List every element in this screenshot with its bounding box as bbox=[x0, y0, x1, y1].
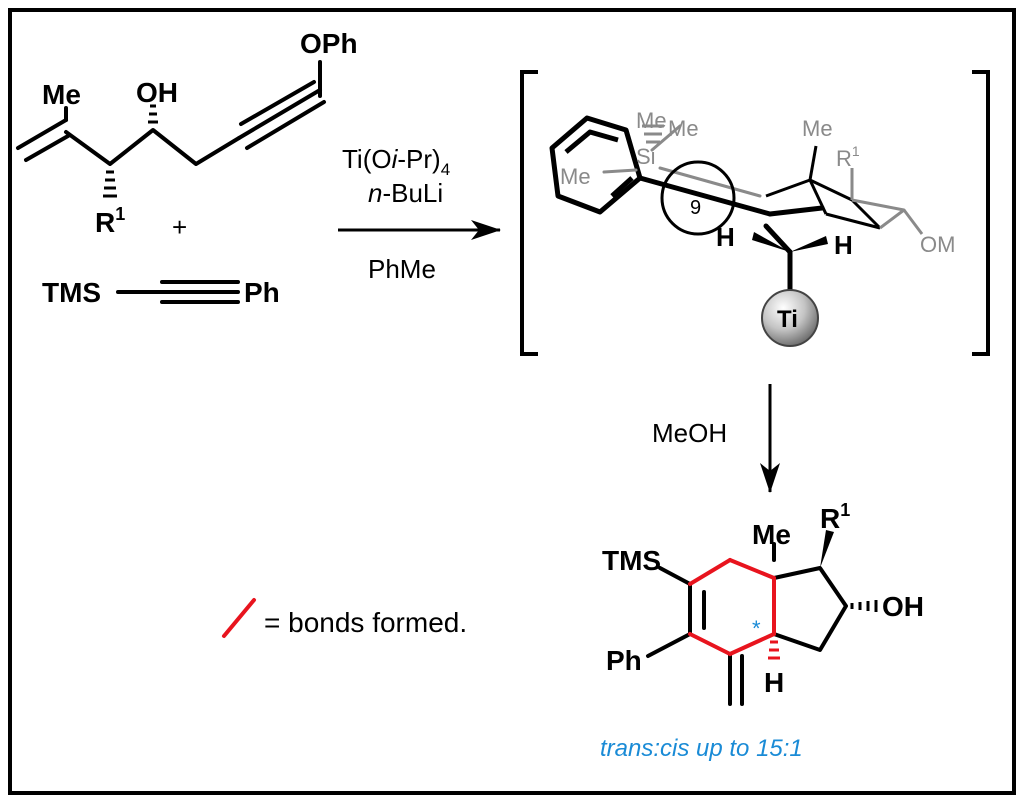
legend-text: = bonds formed. bbox=[264, 607, 467, 638]
scheme-frame bbox=[8, 8, 1016, 795]
ring-size-circle bbox=[660, 160, 736, 236]
alkoxide-label: OM bbox=[920, 232, 955, 257]
intermediate-r-label: R1 bbox=[836, 143, 860, 171]
intermediate-tether-bonds bbox=[637, 175, 825, 299]
ring-methyl-label: Me bbox=[802, 116, 833, 141]
plus-sign: + bbox=[172, 212, 187, 242]
reactant1-r-label: R1 bbox=[95, 204, 125, 238]
intermediate-h-wedge-right bbox=[790, 236, 828, 252]
ring-size-label: 9 bbox=[690, 197, 701, 219]
reactant2-right-label: Ph bbox=[244, 277, 280, 308]
step1-base: n-BuLi bbox=[368, 178, 443, 208]
product-methyl-label: Me bbox=[752, 519, 791, 550]
step2-reagent: MeOH bbox=[652, 418, 727, 448]
hydrogen-left-label: H bbox=[716, 222, 735, 252]
selectivity-note: trans:cis up to 15:1 bbox=[600, 735, 803, 762]
silyl-methyl-top: Me bbox=[636, 108, 667, 133]
silyl-methyl-left: Me bbox=[560, 164, 591, 189]
intermediate-silyl-bonds bbox=[602, 124, 762, 198]
intermediate-ring-back bbox=[765, 145, 882, 230]
hydrogen-right-label: H bbox=[834, 230, 853, 260]
intermediate-h-wedge-left bbox=[752, 232, 790, 252]
stereocenter-mark: * bbox=[752, 616, 761, 641]
titanium-sphere bbox=[761, 289, 819, 347]
intermediate-grey-ring bbox=[850, 168, 924, 235]
step1-solvent: PhMe bbox=[368, 254, 436, 284]
product-black-bonds bbox=[646, 542, 848, 706]
product-r-label: R1 bbox=[820, 500, 850, 534]
product-silyl-label: TMS bbox=[602, 545, 661, 576]
product-formed-bonds bbox=[688, 558, 776, 656]
reactant-enynol bbox=[16, 60, 326, 166]
reactant1-hydroxyl-label: OH bbox=[136, 77, 178, 108]
hashed-wedge-r1 bbox=[103, 170, 117, 198]
hashed-wedge-oh bbox=[148, 104, 158, 124]
intermediate-brackets bbox=[520, 70, 990, 356]
product-hash-oh bbox=[850, 600, 878, 612]
product-hash-h bbox=[768, 640, 780, 660]
reactant2-left-label: TMS bbox=[42, 277, 101, 308]
reactant1-ether-label: OPh bbox=[300, 28, 358, 59]
product-wedge-r1 bbox=[820, 530, 834, 568]
product-hydroxyl-label: OH bbox=[882, 591, 924, 622]
product-hydrogen-label: H bbox=[764, 667, 784, 698]
titanium-label: Ti bbox=[777, 306, 798, 333]
legend-red-bond bbox=[222, 598, 256, 638]
intermediate-silyl-hash bbox=[642, 124, 664, 144]
reactant-silyl-alkyne bbox=[116, 280, 240, 304]
step1-reagent: Ti(Oi-Pr)4 bbox=[342, 144, 450, 179]
reactant1-methyl-label: Me bbox=[42, 79, 81, 110]
product-phenyl-label: Ph bbox=[606, 645, 642, 676]
silicon-label: Si bbox=[636, 144, 656, 169]
silyl-methyl-right: Me bbox=[668, 116, 699, 141]
